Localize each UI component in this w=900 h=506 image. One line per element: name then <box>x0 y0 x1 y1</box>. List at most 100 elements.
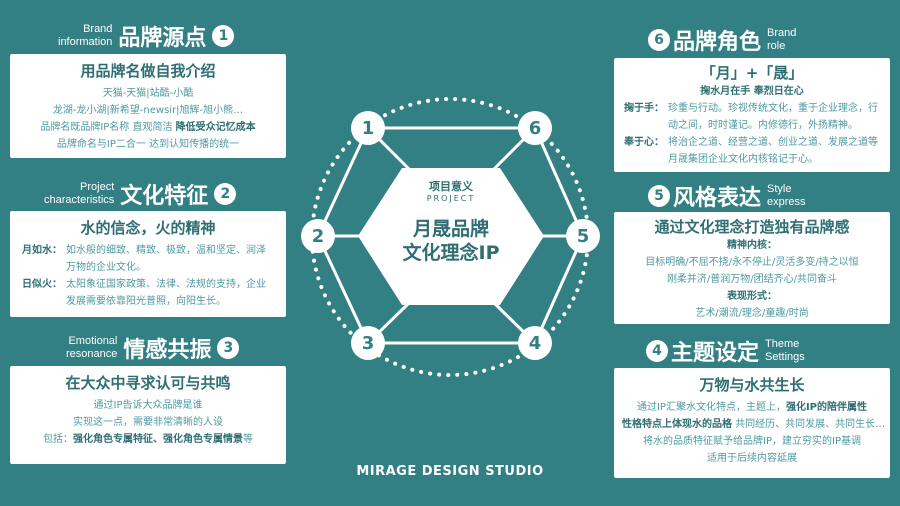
section-4-line1-a: 通过IP汇聚水文化特点，主题上， <box>636 402 786 413</box>
node-2-label: 2 <box>312 226 325 247</box>
section-6-card: 「月」+「晟」 掬水月在手 奉烈日在心 掬于手：珍重与行动。珍视传统文化，重于企… <box>614 58 890 172</box>
section-5-en-line2: express <box>767 196 806 208</box>
section-4-header: 4 主题设定 Theme Settings <box>646 335 805 367</box>
node-5-label: 5 <box>577 226 590 247</box>
section-6-header: 6 品牌角色 Brand role <box>648 24 796 56</box>
section-4-card: 万物与水共生长 通过IP汇聚水文化特点，主题上，强化IP的陪伴属性 性格特点上体… <box>614 368 890 478</box>
section-4-line: 通过IP汇聚水文化特点，主题上，强化IP的陪伴属性 <box>622 399 882 416</box>
section-3-line3-c: 等 <box>243 434 253 445</box>
section-6-en-label: Brand role <box>767 27 796 53</box>
section-6-en-line2: role <box>767 40 786 52</box>
node-4-circle <box>518 326 552 360</box>
section-3-header: Emotional resonance 情感共振 3 <box>66 332 240 364</box>
section-6-subtitle: 掬水月在手 奉烈日在心 <box>700 86 804 97</box>
section-4-number-badge: 4 <box>646 340 668 362</box>
section-1-line3-a: 品牌名既品牌IP名称 直观简洁 <box>40 122 176 133</box>
section-1-line: 品牌名既品牌IP名称 直观简洁 降低受众记忆成本 <box>22 119 274 136</box>
section-3-card-title: 在大众中寻求认可与共鸣 <box>65 374 231 392</box>
node-5-circle <box>566 219 600 253</box>
section-2-en-line1: Project <box>80 181 115 193</box>
node-4-label: 4 <box>529 333 542 354</box>
section-3-number-badge: 3 <box>217 337 240 359</box>
section-2-title: 文化特征 <box>120 184 209 209</box>
section-5-number-badge: 5 <box>648 185 670 207</box>
section-1-header: Brand information 品牌源点 1 <box>58 20 235 52</box>
node-6-circle <box>518 111 552 145</box>
inner-hexagon <box>358 168 544 305</box>
section-3-line: 通过IP告诉大众品牌是谁 <box>93 400 203 411</box>
section-6-p2-label: 奉于心： <box>624 137 664 148</box>
project-tag-en: PROJECT <box>426 194 476 203</box>
section-3-en-line2: resonance <box>66 348 118 360</box>
node-6-label: 6 <box>529 118 542 139</box>
section-3-line3-a: 包括： <box>43 434 73 445</box>
section-1-line: 天猫-天猫|站酷-小酷 <box>102 88 194 99</box>
section-5-heading: 精神内核： <box>727 240 777 251</box>
section-6-title: 品牌角色 <box>673 30 762 55</box>
section-4-card-title: 万物与水共生长 <box>699 376 805 394</box>
section-4-en-line1: Theme <box>765 338 800 350</box>
section-1-line: 品牌命名与IP二合一 达到认知传播的统一 <box>56 139 240 150</box>
section-5-en-line1: Style <box>767 183 792 195</box>
section-4-en-label: Theme Settings <box>765 338 805 364</box>
center-title-line1: 月晟品牌 <box>412 218 489 240</box>
section-1-number-badge: 1 <box>212 25 235 47</box>
section-5-title: 风格表达 <box>673 186 762 211</box>
section-1-line: 龙湖-龙小湖|新希望-newsir|旭辉-旭小熊… <box>52 105 244 116</box>
section-5-heading: 表现形式： <box>727 291 777 302</box>
section-2-card-title: 水的信念，火的精神 <box>80 219 216 237</box>
section-6-paragraph: 掬于手：珍重与行动。珍视传统文化，重于企业理念，行动之间，时时谨记。内修德行，外… <box>624 100 880 134</box>
section-1-card: 用品牌名做自我介绍 天猫-天猫|站酷-小酷 龙湖-龙小湖|新希望-newsir|… <box>10 54 286 158</box>
section-3-card: 在大众中寻求认可与共鸣 通过IP告诉大众品牌是谁 实现这一点，需要非常清晰的人设… <box>10 366 286 464</box>
section-1-line3-b: 降低受众记忆成本 <box>175 122 256 133</box>
section-2-paragraph: 日似火：太阳象征国家政策、法律、法规的支持，企业发展需要依靠阳光普照，向阳生长。 <box>22 276 274 310</box>
section-3-en-line1: Emotional <box>68 335 118 347</box>
section-6-card-title: 「月」+「晟」 <box>700 64 804 82</box>
section-2-en-label: Project characteristics <box>44 181 114 207</box>
section-6-paragraph: 奉于心： 将治企之道、经营之道、创业之道、发展之道等月晟集团企业文化内核铭记于心。 <box>624 134 880 168</box>
section-6-p2-text: 将治企之道、经营之道、创业之道、发展之道等月晟集团企业文化内核铭记于心。 <box>668 137 878 165</box>
section-5-card-title: 通过文化理念打造独有品牌感 <box>654 218 850 236</box>
center-text-block: 项目意义 PROJECT 月晟品牌 文化理念IP <box>380 178 522 265</box>
section-3-title: 情感共振 <box>123 338 212 363</box>
section-3-en-label: Emotional resonance <box>66 335 117 361</box>
section-5-line: 目标明确/不屈不挠/永不停止/灵活多变/持之以恒 <box>645 257 859 268</box>
studio-logo-text: MIRAGE DESIGN STUDIO <box>356 464 544 479</box>
node-3-label: 3 <box>362 333 375 354</box>
section-2-card: 水的信念，火的精神 月如水：如水般的细致、精致、极致，温和坚定、润泽万物的企业文… <box>10 211 286 317</box>
section-3-line: 包括：强化角色专属特征、强化角色专属情景等 <box>22 431 274 448</box>
section-1-en-label: Brand information <box>58 23 112 49</box>
section-2-p2-label: 日似火： <box>22 279 62 290</box>
section-2-number-badge: 2 <box>214 183 237 205</box>
section-5-line: 艺术/潮流/理念/童趣/时尚 <box>695 308 809 319</box>
section-3-line: 实现这一点，需要非常清晰的人设 <box>73 417 223 428</box>
section-5-line: 刚柔并济/普润万物/团结齐心/共同奋斗 <box>666 274 838 285</box>
section-1-title: 品牌源点 <box>118 26 207 51</box>
node-circles <box>301 111 600 360</box>
section-1-en-line2: information <box>58 36 113 48</box>
section-2-header: Project characteristics 文化特征 2 <box>44 178 237 210</box>
section-6-number-badge: 6 <box>648 29 670 51</box>
section-1-en-line1: Brand <box>83 23 113 35</box>
node-2-circle <box>301 219 335 253</box>
section-6-p1-text: 珍重与行动。珍视传统文化，重于企业理念，行动之间，时时谨记。内修德行，外扬精神。 <box>668 103 878 131</box>
section-4-line: 将水的品质特征赋予给品牌IP，建立穷实的IP基调 <box>643 436 861 447</box>
node-1-label: 1 <box>362 118 375 139</box>
section-4-line: 性格特点上体现水的品格 共同经历、共同发展、共同生长… <box>622 416 885 433</box>
section-4-line: 适用于后续内容延展 <box>707 453 797 464</box>
section-1-card-title: 用品牌名做自我介绍 <box>80 62 216 80</box>
section-4-title: 主题设定 <box>671 341 760 366</box>
section-3-line3-b: 强化角色专属特征、强化角色专属情景 <box>73 434 243 445</box>
section-5-header: 5 风格表达 Style express <box>648 180 806 212</box>
center-title-line2: 文化理念IP <box>402 242 500 264</box>
section-2-p1-text: 如水般的细致、精致、极致，温和坚定、润泽万物的企业文化。 <box>66 245 266 273</box>
node-3-circle <box>351 326 385 360</box>
section-4-en-line2: Settings <box>765 351 805 363</box>
section-5-en-label: Style express <box>767 183 806 209</box>
node-1-circle <box>351 111 385 145</box>
section-5-card: 通过文化理念打造独有品牌感 精神内核： 目标明确/不屈不挠/永不停止/灵活多变/… <box>614 212 890 324</box>
section-4-line1-b: 强化IP的陪伴属性 <box>785 402 868 413</box>
section-6-en-line1: Brand <box>767 27 797 39</box>
project-tag-cn: 项目意义 <box>429 180 473 193</box>
section-2-en-line2: characteristics <box>44 194 115 206</box>
